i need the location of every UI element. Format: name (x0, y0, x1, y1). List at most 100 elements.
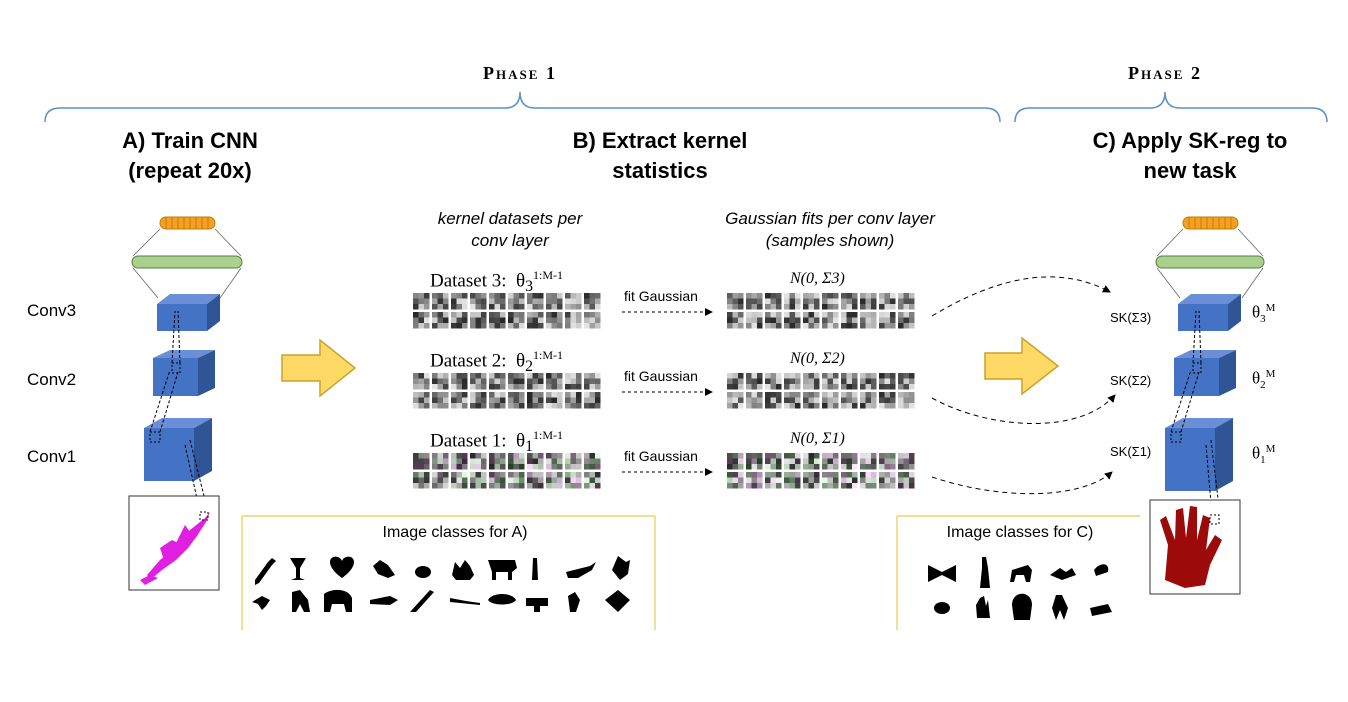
dataset3-text: Dataset 3: (430, 270, 507, 292)
datasets-header-line2: conv layer (471, 231, 549, 250)
conv3-label: Conv3 (27, 301, 77, 320)
dataset2-label: Dataset 2: θ21:M-1 (430, 348, 563, 376)
network-a (128, 216, 243, 591)
theta2-m-symbol: θ (1252, 368, 1261, 388)
kernel-grid-dataset1 (413, 453, 601, 489)
step-b-line2: statistics (612, 158, 708, 183)
step-b-title: B) Extract kernel statistics (520, 126, 800, 186)
panel-c (896, 515, 1140, 630)
step-b-line1: B) Extract kernel (572, 128, 748, 153)
bone-icon (255, 558, 276, 585)
plane-icon (566, 562, 596, 578)
camel-icon (452, 560, 474, 580)
goblet-icon (290, 558, 306, 580)
dataset3-theta: θ (516, 270, 526, 292)
theta3-m-sup: M (1265, 302, 1276, 314)
bat-icon (1050, 568, 1076, 580)
classes-c-title: Image classes for C) (946, 524, 1094, 541)
gaussian2-label: N(0, Σ2) (790, 350, 845, 367)
step-a-line2: (repeat 20x) (128, 158, 252, 183)
phase1-bracket (44, 91, 1001, 123)
theta1-m-sup: M (1265, 443, 1276, 455)
theta1-m-label: θ1M (1252, 443, 1275, 466)
fit-label-1: fit Gaussian (624, 448, 698, 464)
human-icon (1052, 595, 1068, 620)
dataset2-text: Dataset 2: (430, 350, 507, 372)
theta3-m-sub: 3 (1260, 313, 1266, 326)
theta1-m-sub: 1 (1260, 454, 1266, 467)
sk-arrow-2 (931, 394, 1116, 424)
gaussian3-label: N(0, Σ3) (790, 270, 845, 287)
sea-shell-icon (1094, 564, 1109, 576)
fork-icon (450, 598, 480, 605)
gaussian-header-line1: Gaussian fits per conv layer (725, 209, 935, 228)
phase2-bracket (1014, 91, 1328, 123)
kernel-grids (413, 293, 915, 489)
classes-a-title: Image classes for A) (382, 524, 528, 541)
bottle-icon (980, 557, 990, 588)
step-a-line1: A) Train CNN (122, 128, 258, 153)
theta2-m-label: θ2M (1252, 368, 1275, 391)
class-silhouettes-a (252, 556, 630, 612)
big-arrow-1 (281, 338, 357, 398)
gaussian-header-line2: (samples shown) (765, 231, 895, 250)
fit-label-2: fit Gaussian (624, 368, 698, 384)
theta2-m-sub: 2 (1260, 379, 1266, 392)
kernel-grid-gaussian1 (727, 453, 915, 489)
kernel-grid-gaussian3 (727, 293, 915, 329)
dog-icon (292, 590, 310, 612)
sk3-label: SK(Σ3) (1110, 310, 1152, 325)
person-icon (532, 558, 538, 580)
class-silhouettes-c (928, 557, 1112, 620)
conv2-label: Conv2 (27, 370, 77, 389)
fit-label-3: fit Gaussian (624, 288, 698, 304)
rabbit-icon (415, 566, 431, 578)
kernel-grid-dataset3 (413, 293, 601, 329)
heart-icon (330, 556, 354, 578)
drill-icon (526, 598, 548, 612)
mouse-icon (568, 592, 580, 612)
dataset1-theta: θ (516, 430, 526, 452)
output-neurons (159, 216, 216, 230)
cow-icon (488, 560, 517, 580)
datasets-header: kernel datasets per conv layer (410, 208, 610, 252)
kernel-grid-dataset2 (413, 373, 601, 409)
kernel-grid-gaussian2 (727, 373, 915, 409)
lemon-icon (934, 602, 950, 614)
network-c (1149, 216, 1265, 595)
gaussian1-label: N(0, Σ1) (790, 430, 845, 447)
car-icon (1090, 604, 1112, 616)
dinosaur-icon (252, 596, 270, 610)
ufo-icon (488, 594, 516, 605)
dataset2-sup: 1:M-1 (533, 348, 564, 362)
step-c-title: C) Apply SK-reg to new task (1060, 126, 1320, 186)
dataset3-label: Dataset 3: θ31:M-1 (430, 268, 563, 296)
dataset1-sub: 1 (525, 438, 534, 456)
bird-small-icon (373, 560, 395, 578)
dataset1-label: Dataset 1: θ11:M-1 (430, 428, 563, 456)
bowtie-icon (928, 565, 956, 582)
step-c-line1: C) Apply SK-reg to (1092, 128, 1288, 153)
head-icon (1012, 593, 1032, 620)
step-a-title: A) Train CNN (repeat 20x) (70, 126, 310, 186)
gaussian-header: Gaussian fits per conv layer (samples sh… (690, 208, 970, 252)
conv1-label: Conv1 (27, 447, 77, 466)
sk-arrow-1 (931, 471, 1113, 495)
hand-silhouette (1160, 506, 1222, 588)
big-arrow-2 (984, 336, 1060, 396)
horse-icon (1010, 565, 1032, 582)
phase2-label: Phase 2 (1128, 63, 1202, 83)
fish-icon (370, 596, 398, 605)
conv3-cube-a (157, 294, 220, 331)
dataset3-sub: 3 (525, 278, 534, 296)
bird-silhouette (140, 512, 210, 585)
glove-icon (976, 596, 990, 618)
hidden-neurons (131, 255, 243, 269)
elephant-icon (324, 589, 352, 612)
step-c-line2: new task (1143, 158, 1237, 183)
phase1-label: Phase 1 (483, 63, 557, 83)
datasets-header-line1: kernel datasets per (437, 209, 583, 228)
dataset2-theta: θ (516, 350, 526, 372)
dataset3-sup: 1:M-1 (533, 268, 564, 282)
